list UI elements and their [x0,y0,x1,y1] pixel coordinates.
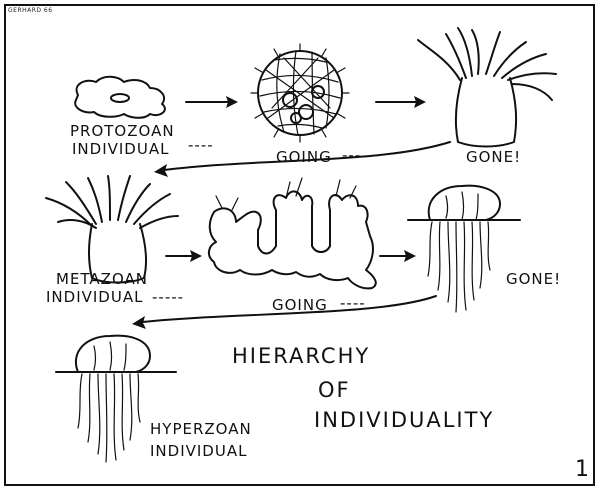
arrow-right-icon [376,96,426,108]
arrow-right-icon [186,96,238,108]
page-number: 1 [575,457,589,482]
metazoan-dash: ----- [152,290,184,305]
arrow-right-icon [380,250,416,262]
branching-colony-icon [209,178,376,288]
going-label-row2: GOING [272,298,328,313]
diagram-title-line3: INDIVIDUALITY [314,410,494,431]
metazoan-label-line1: METAZOAN [56,272,148,287]
protozoan-dash: ---- [188,138,214,153]
gone-label-row1: GONE! [466,150,521,165]
hyperzoan-label-line1: HYPERZOAN [150,422,252,437]
volvox-colony-icon [251,44,349,142]
amoeba-icon [75,77,165,118]
going-dash-row1: --- [342,148,361,163]
going-label-row1: GOING [276,150,332,165]
going-dash-row2: ---- [340,296,366,311]
arrow-right-icon [166,250,202,262]
protozoan-label-line1: PROTOZOAN [70,124,175,139]
diagram-title-line1: HIERARCHY [232,346,370,367]
hyperzoan-label-line2: INDIVIDUAL [150,444,247,459]
protozoan-label-line2: INDIVIDUAL [72,142,169,157]
diagram-title-line2: OF [318,380,351,401]
gone-label-row2: GONE! [506,272,561,287]
metazoan-label-line2: INDIVIDUAL [46,290,143,305]
polyp-icon [418,28,556,147]
siphonophore-icon [408,186,520,312]
polyp-icon [46,176,178,283]
